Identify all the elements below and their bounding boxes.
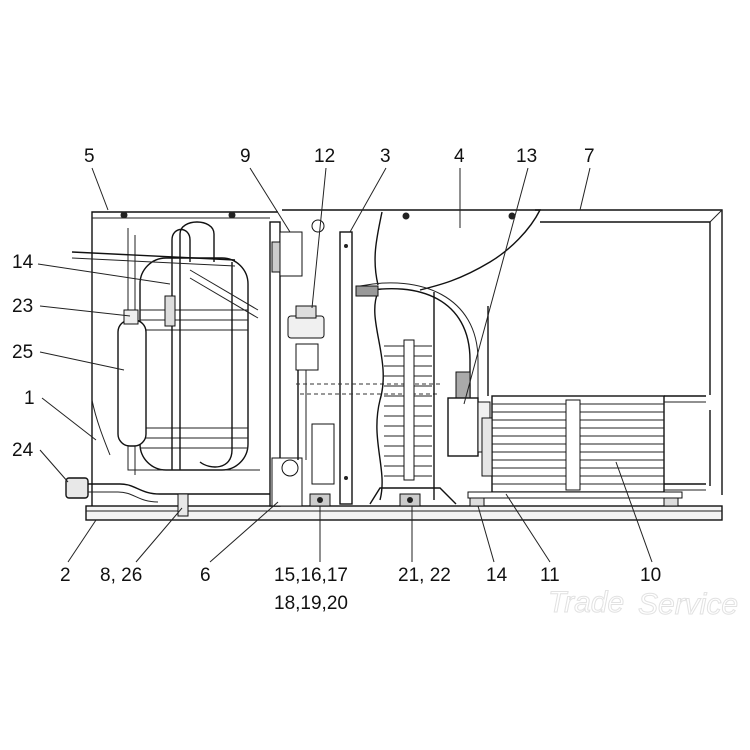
watermark-word-1: Trade xyxy=(548,586,624,619)
callout-7: 7 xyxy=(584,146,595,167)
compressor-tank xyxy=(71,221,260,475)
condenser-coil xyxy=(481,395,706,493)
callout-14-lower: 14 xyxy=(486,565,508,586)
callout-3: 3 xyxy=(380,146,391,167)
upper-cover xyxy=(282,209,542,291)
callout-21-22: 21, 22 xyxy=(398,565,451,586)
leader-lines xyxy=(37,167,653,563)
right-housing-frame xyxy=(535,209,723,495)
callout-14-upper: 14 xyxy=(12,252,34,273)
callout-12: 12 xyxy=(314,146,335,167)
callout-1: 1 xyxy=(24,388,35,409)
callout-5: 5 xyxy=(84,146,95,167)
left-housing xyxy=(91,211,278,506)
drain-stem xyxy=(177,493,189,517)
callout-18-19-20: 18,19,20 xyxy=(274,593,348,614)
callout-2: 2 xyxy=(60,565,71,586)
divider-wall xyxy=(269,219,325,507)
callout-8-26: 8, 26 xyxy=(100,565,142,586)
callout-23: 23 xyxy=(12,296,33,317)
watermark-word-2: Service xyxy=(638,588,738,621)
center-panel xyxy=(287,231,440,505)
callout-10: 10 xyxy=(640,565,661,586)
callout-4: 4 xyxy=(454,146,465,167)
watermark: Trade Service xyxy=(548,586,739,622)
callout-25: 25 xyxy=(12,342,33,363)
callout-labels: 5 9 12 3 4 13 7 14 23 25 1 24 2 8, 26 6 … xyxy=(12,146,661,614)
callout-11: 11 xyxy=(540,565,560,586)
callout-6: 6 xyxy=(200,565,211,586)
hardware-fasteners xyxy=(309,493,421,507)
inlet-fitting xyxy=(65,477,280,503)
callout-24: 24 xyxy=(12,440,34,461)
accumulator xyxy=(117,309,147,447)
evaporator-coil xyxy=(355,282,479,505)
mounting-rail xyxy=(467,491,683,507)
callout-13: 13 xyxy=(516,146,537,167)
callout-15-16-17: 15,16,17 xyxy=(274,565,348,586)
callout-9: 9 xyxy=(240,146,251,167)
